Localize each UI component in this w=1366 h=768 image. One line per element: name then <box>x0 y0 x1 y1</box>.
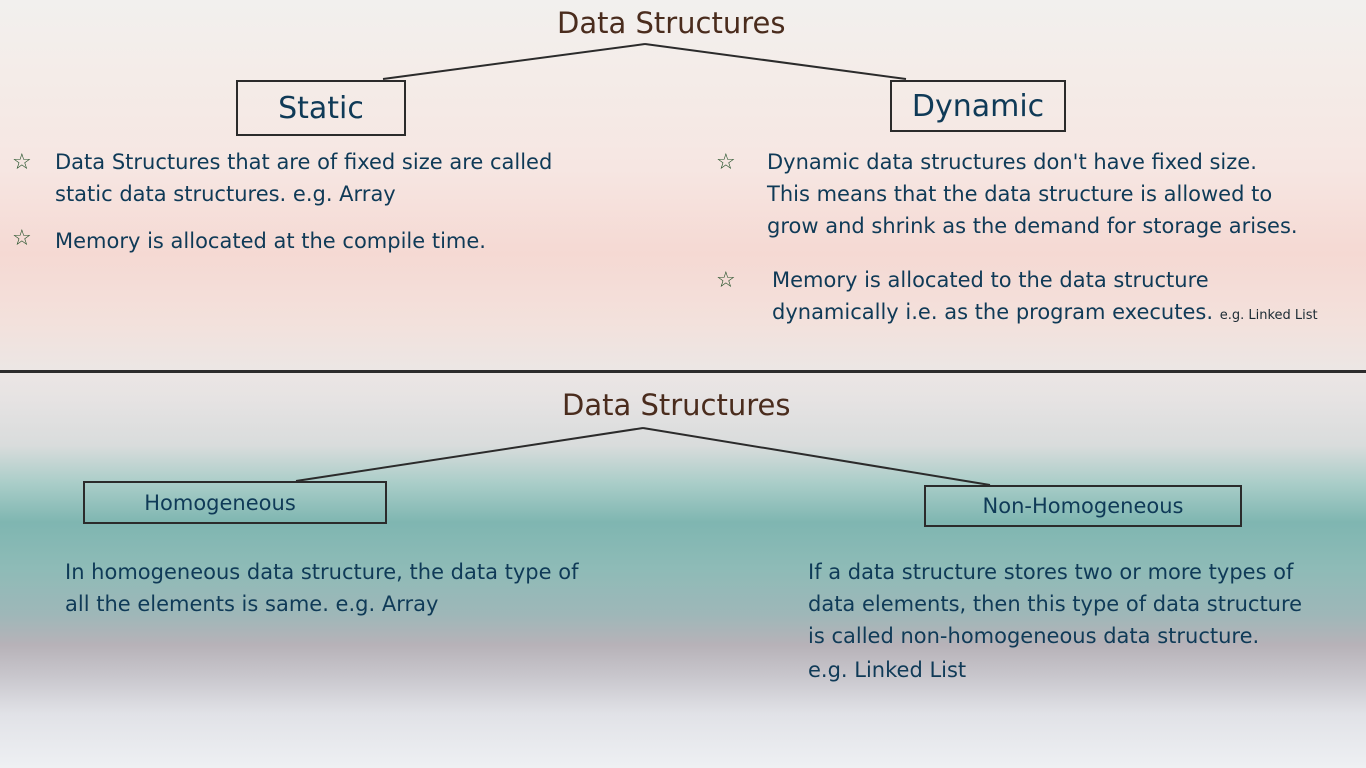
static-bullet-2-line1: Memory is allocated at the compile time. <box>55 229 486 253</box>
static-bullet-1: Data Structures that are of fixed size a… <box>55 146 552 210</box>
dynamic-bullet-2-line2: dynamically i.e. as the program executes… <box>772 300 1214 324</box>
top-title: Data Structures <box>557 6 786 40</box>
dynamic-label: Dynamic <box>911 88 1045 124</box>
bottom-title: Data Structures <box>562 388 791 422</box>
non-homogeneous-description-line2: data elements, then this type of data st… <box>808 592 1303 616</box>
homogeneous-description-line2: all the elements is same. e.g. Array <box>65 592 439 616</box>
dynamic-bullet-2-line2-wrap: dynamically i.e. as the program executes… <box>772 296 1318 332</box>
top-connector-left <box>382 43 646 80</box>
static-bullet-1-line2: static data structures. e.g. Array <box>55 182 396 206</box>
bottom-connector-right <box>642 427 991 486</box>
dynamic-bullet-1-line1: Dynamic data structures don't have fixed… <box>767 150 1257 174</box>
static-label: Static <box>278 90 364 126</box>
homogeneous-description-line1: In homogeneous data structure, the data … <box>65 560 579 584</box>
homogeneous-label: Homogeneous <box>144 490 296 515</box>
non-homogeneous-label: Non-Homogeneous <box>982 494 1184 518</box>
dynamic-bullet-1-line2: This means that the data structure is al… <box>767 182 1273 206</box>
dynamic-box: Dynamic <box>890 80 1066 132</box>
dynamic-bullet-2: Memory is allocated to the data structur… <box>772 264 1318 332</box>
star-icon: ☆ <box>12 150 32 175</box>
bottom-connector-left <box>295 427 644 482</box>
non-homogeneous-description: If a data structure stores two or more t… <box>808 556 1302 686</box>
dynamic-bullet-1-line3: grow and shrink as the demand for storag… <box>767 214 1298 238</box>
section-divider <box>0 370 1366 373</box>
non-homogeneous-description-line1: If a data structure stores two or more t… <box>808 560 1294 584</box>
non-homogeneous-box: Non-Homogeneous <box>924 485 1242 527</box>
star-icon: ☆ <box>716 268 736 293</box>
non-homogeneous-description-line4: e.g. Linked List <box>808 658 967 682</box>
static-bullet-1-line1: Data Structures that are of fixed size a… <box>55 150 553 174</box>
static-box: Static <box>236 80 406 136</box>
dynamic-bullet-1: Dynamic data structures don't have fixed… <box>767 146 1298 242</box>
non-homogeneous-description-line3: is called non-homogeneous data structure… <box>808 624 1260 648</box>
star-icon: ☆ <box>12 226 32 251</box>
homogeneous-description: In homogeneous data structure, the data … <box>65 556 578 620</box>
dynamic-bullet-2-note: e.g. Linked List <box>1219 308 1318 323</box>
homogeneous-box: Homogeneous <box>83 481 387 524</box>
star-icon: ☆ <box>716 150 736 175</box>
top-connector-right <box>644 43 907 80</box>
static-bullet-2: Memory is allocated at the compile time. <box>55 225 486 257</box>
dynamic-bullet-2-line1: Memory is allocated to the data structur… <box>772 268 1209 292</box>
